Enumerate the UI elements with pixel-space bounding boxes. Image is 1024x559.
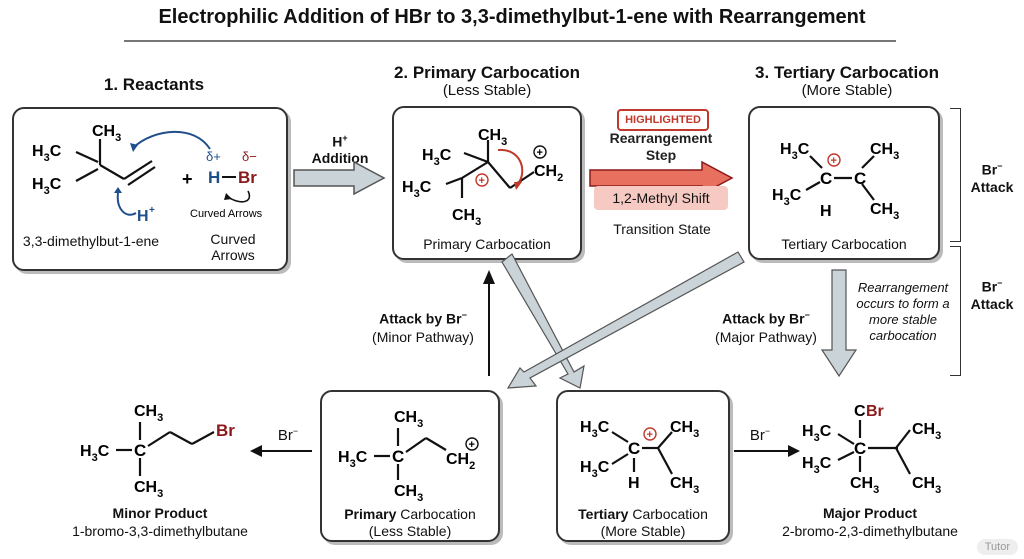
minor-product-label: Minor Product 1-bromo-3,3-dimethylbutane [72, 505, 248, 539]
svg-text:δ+: δ+ [206, 149, 221, 164]
highlighted-badge: HIGHLIGHTED [617, 109, 709, 131]
svg-text:C: C [134, 441, 146, 460]
bracket-top [950, 108, 961, 242]
svg-text:H: H [208, 168, 220, 187]
svg-text:H3C: H3C [402, 179, 432, 200]
svg-text:H3C: H3C [802, 423, 832, 444]
svg-text:H3C: H3C [780, 141, 810, 162]
svg-text:+: + [479, 175, 485, 187]
transition-state-label: Transition State [613, 221, 711, 237]
tertiary-carbocation-box: H3C CH3 H3C CH3 C C H + Tertiary Carboca… [748, 106, 940, 260]
svg-text:CH3: CH3 [912, 421, 941, 442]
svg-text:CH3: CH3 [92, 123, 121, 144]
header-tertiary: 3. Tertiary Carbocation [755, 63, 939, 82]
header-primary-sub: (Less Stable) [442, 82, 532, 99]
svg-text:H: H [820, 203, 832, 220]
svg-text:CH3: CH3 [670, 475, 699, 496]
br-attack-bottom-label: Br− Attack [970, 278, 1014, 312]
svg-text:H3C: H3C [580, 419, 610, 440]
svg-text:+: + [469, 439, 475, 451]
header-tertiary-sub: (More Stable) [801, 82, 893, 99]
rearrangement-step-label: Rearrangement Step [609, 130, 713, 163]
br-attack-top-label: Br− Attack [970, 161, 1014, 195]
svg-text:C: C [854, 403, 866, 420]
tertiary-caption: Tertiary Carbocation [781, 236, 907, 252]
svg-text:H: H [628, 475, 640, 492]
svg-text:+: + [647, 429, 653, 441]
svg-text:+: + [831, 155, 837, 167]
bottom-tertiary-box: H3C H3C C H CH3 CH3 + Tertiary Carbocati… [556, 390, 730, 542]
h-plus-label: H [137, 208, 149, 225]
svg-text:H3C: H3C [802, 455, 832, 476]
br-minus-right: Br− [749, 426, 771, 444]
svg-text:δ−: δ− [242, 149, 257, 164]
primary-carbocation-box: H3C CH3 H3C CH3 + CH2 + Primary Carbocat… [392, 106, 582, 260]
rearrangement-note: Rearrangement occurs to form a more stab… [856, 280, 950, 343]
svg-text:CH3: CH3 [912, 475, 941, 496]
bottom-primary-structure: CH3 H3C C CH3 CH2 + [338, 409, 479, 502]
svg-text:H3C: H3C [580, 459, 610, 480]
h-addition-arrow [293, 160, 386, 196]
svg-text:C: C [820, 169, 832, 188]
title-divider [124, 40, 896, 42]
alkene-name: 3,3-dimethylbut-1-ene [22, 233, 160, 249]
svg-text:CH3: CH3 [850, 475, 879, 496]
minor-product-structure: CH3 H3C C CH3 Br [80, 403, 235, 500]
watermark: Tutor [976, 539, 1018, 555]
svg-text:H3C: H3C [32, 143, 62, 164]
svg-text:CH3: CH3 [134, 403, 163, 424]
bottom-primary-caption: Primary Carbocation (Less Stable) [344, 506, 476, 539]
svg-text:CH3: CH3 [870, 141, 899, 162]
svg-text:H3C: H3C [422, 147, 452, 168]
svg-text:CH3: CH3 [452, 207, 481, 228]
tertiary-structure: H3C CH3 H3C CH3 C C H + [772, 141, 899, 222]
svg-text:H3C: H3C [772, 187, 802, 208]
attack-major-label: Attack by Br− (Major Pathway) [715, 310, 817, 345]
svg-text:CH2: CH2 [534, 163, 563, 184]
primary-structure: H3C CH3 H3C CH3 + CH2 + [402, 127, 563, 228]
attack-minor-label: Attack by Br− (Minor Pathway) [372, 310, 474, 345]
svg-text:+: + [149, 205, 155, 216]
svg-text:CH3: CH3 [870, 201, 899, 222]
reactants-box: H3C H3C CH3 H + + δ+ δ− H Br Curved Arro… [12, 107, 288, 271]
svg-text:C: C [392, 447, 404, 466]
svg-text:H3C: H3C [338, 449, 368, 470]
major-product-label: Major Product 2-bromo-2,3-dimethylbutane [782, 505, 958, 539]
svg-text:Br: Br [216, 421, 235, 440]
svg-text:CH2: CH2 [446, 451, 475, 472]
primary-caption: Primary Carbocation [423, 236, 551, 252]
methyl-shift-label: 1,2-Methyl Shift [594, 186, 728, 210]
svg-text:C: C [628, 439, 640, 458]
svg-text:+: + [182, 169, 193, 189]
svg-text:Curved Arrows: Curved Arrows [190, 208, 263, 220]
svg-text:H3C: H3C [80, 443, 110, 464]
svg-text:Br: Br [866, 403, 884, 420]
svg-text:CH3: CH3 [478, 127, 507, 148]
svg-text:+: + [537, 147, 543, 159]
svg-text:C: C [854, 169, 866, 188]
header-reactants: 1. Reactants [103, 75, 205, 94]
bottom-tertiary-structure: H3C H3C C H CH3 CH3 + [580, 419, 699, 496]
header-primary: 2. Primary Carbocation [393, 63, 581, 82]
bracket-bottom [950, 246, 961, 376]
svg-text:CH3: CH3 [670, 419, 699, 440]
page-title: Electrophilic Addition of HBr to 3,3-dim… [158, 6, 866, 28]
reactants-structure: H3C H3C CH3 H + + δ+ δ− H Br Curved Arro… [32, 123, 263, 225]
svg-text:H3C: H3C [32, 176, 62, 197]
svg-text:C: C [854, 439, 866, 458]
svg-text:CH3: CH3 [394, 409, 423, 430]
svg-text:CH3: CH3 [134, 479, 163, 500]
bottom-tertiary-caption: Tertiary Carbocation (More Stable) [578, 506, 708, 539]
bottom-primary-box: CH3 H3C C CH3 CH2 + Primary Carbocation … [320, 390, 500, 542]
curved-arrows-caption: Curved Arrows [210, 231, 256, 263]
svg-text:CH3: CH3 [394, 483, 423, 502]
svg-text:Br: Br [238, 168, 257, 187]
major-product-structure: C Br H3C H3C C CH3 CH3 CH3 [802, 403, 941, 496]
br-minus-left: Br− [277, 426, 299, 444]
